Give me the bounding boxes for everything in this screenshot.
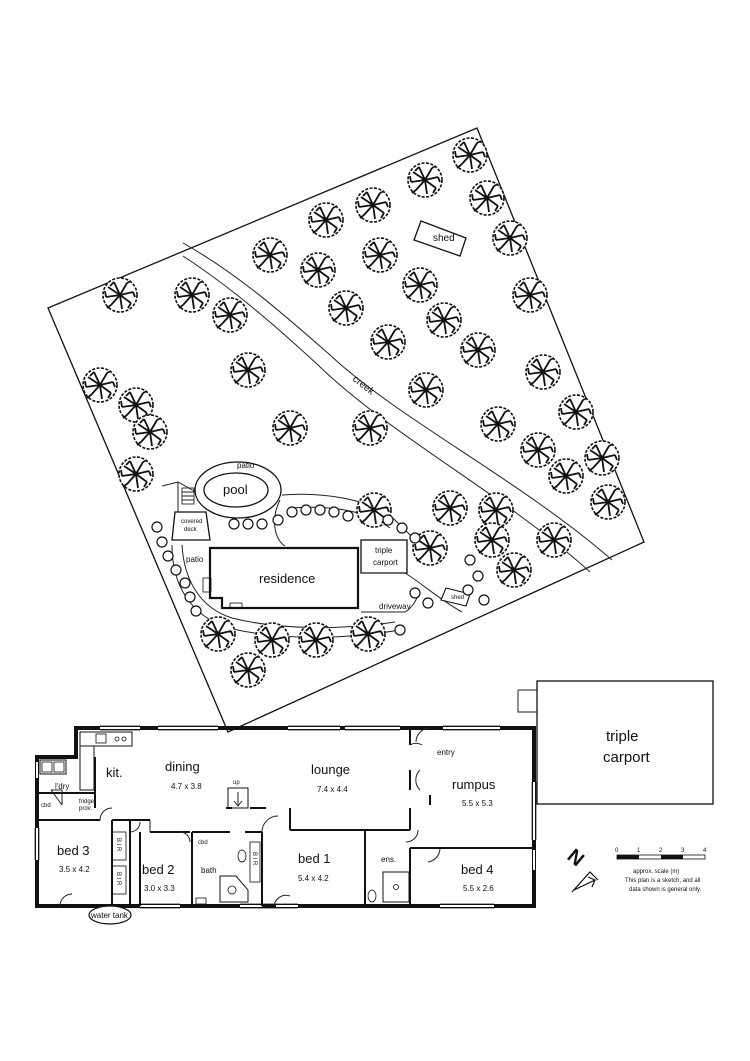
label-carport-fp-2: carport [603, 749, 651, 766]
label-cbd-left: cbd [41, 803, 51, 809]
built-in-robes [111, 831, 261, 895]
label-bed4-size: 5.5 x 2.6 [463, 884, 494, 893]
label-creek: creek [350, 374, 377, 398]
label-lounge: lounge [311, 762, 350, 777]
pool-path [161, 481, 197, 512]
garden-path [281, 493, 431, 553]
pool [203, 472, 269, 508]
label-bed2: bed 2 [142, 862, 175, 877]
site-triple-carport [360, 539, 408, 574]
svg-text:N: N [563, 845, 588, 871]
label-bed2-size: 3.0 x 3.3 [144, 884, 175, 893]
label-side-patio: patio [186, 555, 204, 564]
svg-text:1: 1 [637, 848, 641, 854]
covered-deck [171, 511, 211, 541]
stair [227, 787, 249, 809]
scale-bar: 0 1 2 3 4 [615, 848, 707, 860]
label-entry: entry [437, 748, 455, 757]
label-carport-fp-1: triple [606, 728, 639, 745]
internal-walls [37, 728, 534, 906]
kitchen-bench [79, 731, 133, 747]
external-wall [35, 726, 536, 908]
label-bir-2: B I R [115, 872, 121, 886]
garden-bed [274, 499, 286, 547]
driveway [361, 572, 463, 613]
label-bed3: bed 3 [57, 843, 90, 858]
shower [382, 871, 410, 903]
legend: 0 1 2 3 4 approx. scale (m) This plan is… [563, 845, 707, 893]
scale-label: approx. scale (m) [633, 869, 679, 875]
label-rumpus-size: 5.5 x 5.3 [462, 799, 493, 808]
label-pool-patio: patio [237, 461, 255, 470]
label-carport-1: triple [375, 546, 393, 555]
svg-text:2: 2 [659, 848, 663, 854]
label-bir-3: B I R [251, 852, 257, 866]
label-dining-size: 4.7 x 3.8 [171, 782, 202, 791]
label-carport-2: carport [373, 558, 399, 567]
label-ensuite: ens. [381, 855, 396, 864]
label-residence: residence [259, 571, 315, 586]
label-bed3-size: 3.5 x 4.2 [59, 865, 90, 874]
carport [536, 680, 714, 805]
label-fridge-1: fridge [79, 799, 95, 805]
label-up: up [233, 780, 240, 786]
water-tank [88, 905, 132, 925]
label-lounge-size: 7.4 x 4.4 [317, 785, 348, 794]
label-pool: pool [223, 482, 248, 497]
label-water-tank: water tank [90, 911, 129, 920]
label-covered-deck-1: covered [181, 519, 202, 525]
label-driveway: driveway [379, 602, 411, 611]
floor-plan: kit. dining 4.7 x 3.8 lounge 7.4 x 4.4 u… [34, 680, 714, 925]
svg-text:4: 4 [703, 848, 707, 854]
residence [208, 546, 360, 610]
site-plan: shed creek patio pool covered deck patio… [47, 127, 645, 733]
residence-steps [202, 577, 212, 593]
label-cbd-bath: cbd [198, 840, 208, 846]
doors [50, 727, 441, 909]
creek-bank-south [182, 255, 591, 573]
label-dining: dining [165, 759, 200, 774]
label-bath: bath [201, 866, 217, 875]
windows [36, 727, 535, 907]
disclaimer-2: data shown is general only. [629, 887, 702, 893]
north-arrow-icon: N [563, 845, 599, 893]
site-small-shed [440, 587, 471, 607]
label-bed4: bed 4 [461, 862, 494, 877]
bath-tub [219, 875, 249, 903]
creek-bank-north [182, 242, 613, 561]
site-shed [413, 220, 467, 257]
label-bed1-size: 5.4 x 4.2 [298, 874, 329, 883]
label-fridge-2: prov. [79, 806, 92, 812]
svg-text:0: 0 [615, 848, 619, 854]
label-kitchen: kit. [106, 765, 123, 780]
label-bed1: bed 1 [298, 851, 331, 866]
svg-text:3: 3 [681, 848, 685, 854]
label-small-shed: shed [451, 595, 464, 601]
disclaimer-1: This plan is a sketch, and all [625, 878, 700, 884]
label-covered-deck-2: deck [184, 527, 198, 533]
label-rumpus: rumpus [452, 777, 496, 792]
label-bir-1: B I R [115, 838, 121, 852]
label-laundry: l'dry [55, 782, 69, 791]
kitchen-island [79, 745, 95, 791]
label-shed: shed [433, 233, 455, 244]
